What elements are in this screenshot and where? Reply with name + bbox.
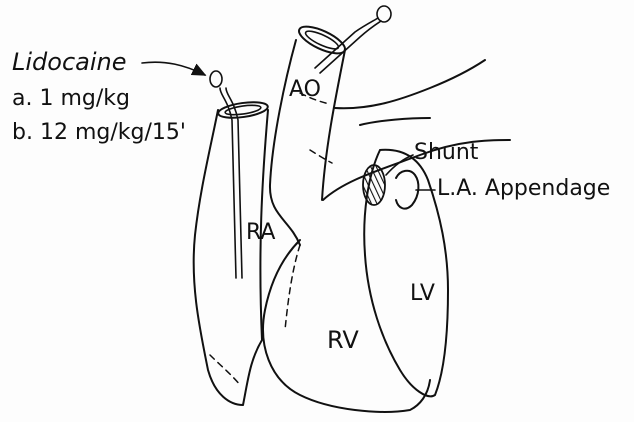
aorta-right-wall	[322, 50, 345, 200]
ra-bottom-dashed	[210, 355, 240, 385]
lidocaine-label: Lidocaine	[12, 50, 127, 74]
rv-septum-dashed	[285, 245, 300, 330]
rv-label: RV	[327, 328, 359, 352]
dose-b-label: b. 12 mg/kg/15'	[12, 122, 186, 144]
lidocaine-catheter-tip	[210, 71, 222, 87]
aorta-opening	[296, 21, 349, 58]
great-vessel-mid	[360, 118, 430, 125]
shunt-label: Shunt	[414, 142, 478, 164]
aorta-left-wall	[270, 40, 300, 245]
shunt-marker	[363, 165, 385, 205]
aorta-opening-inner	[304, 28, 341, 52]
aorta-catheter-tip	[377, 6, 391, 22]
lv-label: LV	[410, 283, 435, 305]
aorta-catheter	[315, 18, 381, 73]
lidocaine-arrow	[142, 62, 205, 75]
aorta-dashed-2	[310, 150, 332, 163]
la-appendage-label: L.A. Appendage	[437, 178, 610, 200]
dose-a-label: a. 1 mg/kg	[12, 88, 130, 110]
great-vessel-upper	[335, 60, 485, 108]
right-atrium-outline	[194, 110, 268, 405]
right-atrium-opening	[217, 100, 268, 121]
la-appendage-outline	[396, 171, 418, 209]
ra-label: RA	[246, 222, 275, 244]
ao-label: AO	[289, 79, 321, 101]
